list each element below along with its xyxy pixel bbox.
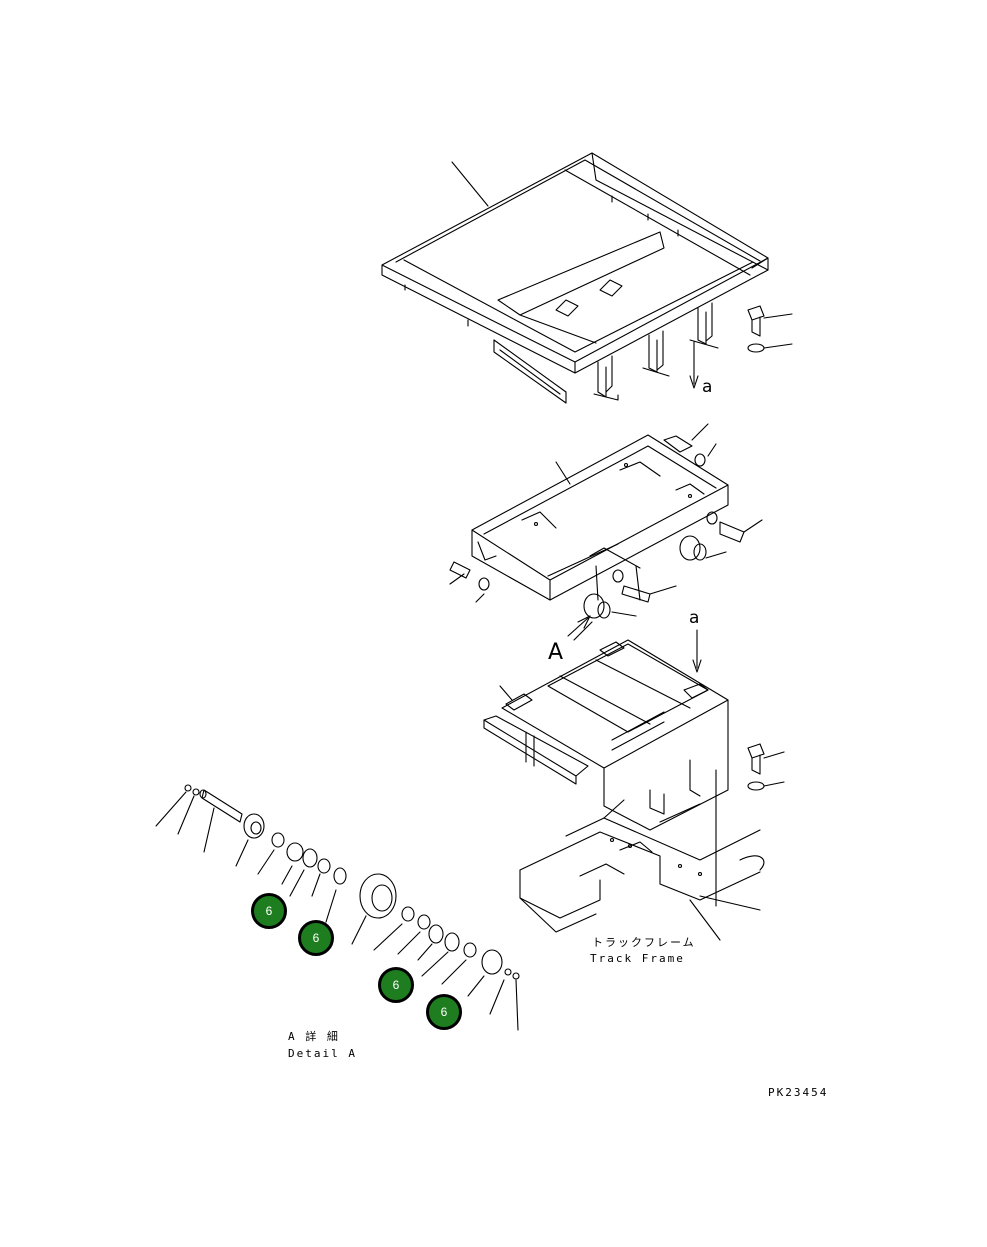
- part-callout-6[interactable]: 6: [378, 967, 414, 1003]
- detail-a-en-label: Detail A: [288, 1047, 357, 1060]
- track-frame: [519, 799, 765, 941]
- frame-assembly: [483, 629, 785, 907]
- detail-a-parts: [155, 784, 520, 1031]
- detail-a-jp-label: A 詳 細: [288, 1030, 340, 1043]
- drawing-code: PK23454: [768, 1086, 829, 1099]
- part-callout-6[interactable]: 6: [298, 920, 334, 956]
- part-callout-6[interactable]: 6: [251, 893, 287, 929]
- view-a-label: A: [548, 640, 564, 665]
- view-arrow-a-top-label: a: [702, 377, 713, 397]
- bracket-assembly: [449, 423, 763, 641]
- deck-assembly: [381, 152, 793, 404]
- track-frame-jp-label: トラックフレーム: [592, 936, 696, 949]
- view-arrow-a-mid-label: a: [689, 608, 700, 628]
- track-frame-en-label: Track Frame: [590, 952, 685, 965]
- part-callout-6[interactable]: 6: [426, 994, 462, 1030]
